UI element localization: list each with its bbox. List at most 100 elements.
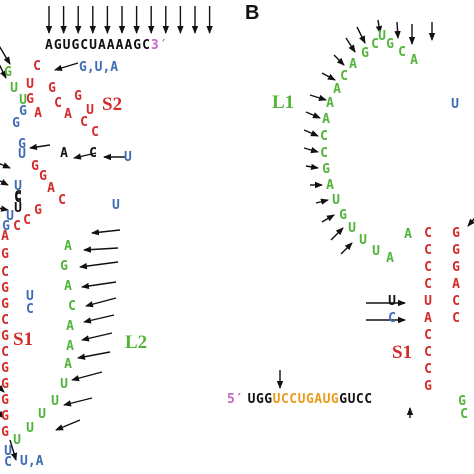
cleavage-arrow: [315, 198, 329, 205]
label-l2: L2: [125, 332, 147, 353]
cleavage-arrow: [0, 410, 5, 419]
cleavage-arrow: [0, 162, 11, 169]
nucleotide: U: [6, 209, 14, 224]
nucleotide: C: [371, 37, 379, 52]
nucleotide: G: [1, 281, 9, 296]
nucleotide: A: [34, 106, 42, 121]
cleavage-arrow: [303, 147, 319, 154]
cleavage-arrow: [83, 314, 115, 324]
nucleotide: A: [326, 96, 334, 111]
nucleotide: C: [424, 328, 432, 343]
nucleotide: U: [13, 433, 21, 448]
nucleotide: C: [13, 219, 21, 234]
nucleotide: G: [386, 37, 394, 52]
cleavage-arrow: [73, 152, 97, 160]
nucleotide: G: [34, 203, 42, 218]
nucleotide: G: [452, 243, 460, 258]
cleavage-arrow: [83, 246, 119, 253]
cleavage-arrow: [81, 281, 117, 290]
five-prime-label: 5′: [227, 392, 244, 407]
nucleotide: U: [38, 407, 46, 422]
nucleotide: U: [332, 193, 340, 208]
nucleotide: U: [359, 233, 367, 248]
nucleotide: C: [424, 277, 432, 292]
cleavage-arrow: [0, 45, 11, 65]
nucleotide: A: [386, 251, 394, 266]
nucleotide: G: [2, 219, 10, 234]
nucleotide: G: [1, 361, 9, 376]
nucleotide: C: [23, 213, 31, 228]
nucleotide: A: [66, 319, 74, 334]
nucleotide: G: [39, 169, 47, 184]
cleavage-arrow: [0, 205, 9, 212]
nucleotide: G: [26, 92, 34, 107]
nucleotide: C: [398, 45, 406, 60]
nucleotide: U: [388, 294, 396, 309]
cleavage-arrow: [330, 227, 344, 241]
cleavage-arrows: [0, 6, 474, 461]
nucleotide: A: [1, 229, 9, 244]
mutation-label: U,A: [20, 454, 44, 469]
nucleotide: U: [4, 444, 12, 459]
nucleotide: U: [18, 147, 26, 162]
cleavage-arrow: [305, 163, 319, 171]
cleavage-arrow: [0, 384, 5, 393]
cleavage-arrow: [333, 54, 345, 66]
nucleotide: U: [19, 93, 27, 108]
nucleotide: U: [14, 179, 22, 194]
nucleotide: G: [1, 377, 9, 392]
nucleotide: C: [14, 189, 22, 204]
nucleotide: A: [60, 146, 68, 161]
nucleotide: C: [320, 146, 328, 161]
nucleotide: C: [320, 129, 328, 144]
nucleotide: G: [452, 226, 460, 241]
cleavage-arrow: [467, 217, 474, 227]
cleavage-arrow: [81, 332, 113, 342]
cleavage-arrow: [63, 397, 93, 407]
five-prime-prefix: UGG: [248, 392, 273, 407]
cleavage-arrow: [29, 143, 51, 151]
nucleotide: C: [80, 115, 88, 130]
nucleotide: C: [89, 146, 97, 161]
nucleotide: C: [58, 193, 66, 208]
top-strand-3prime: 3′: [151, 38, 169, 53]
nucleotide: U: [26, 421, 34, 436]
nucleotide: G: [424, 379, 432, 394]
cleavage-arrow: [309, 94, 327, 101]
cleavage-arrow: [91, 229, 121, 236]
nucleotide: U: [51, 394, 59, 409]
cleavage-arrow: [85, 297, 117, 308]
nucleotide: G: [60, 259, 68, 274]
nucleotide: C: [388, 311, 396, 326]
nucleotide: G: [48, 81, 56, 96]
nucleotide: A: [66, 339, 74, 354]
nucleotide: C: [54, 96, 62, 111]
nucleotide: U: [348, 221, 356, 236]
nucleotide: U: [378, 29, 386, 44]
nucleotide: C: [4, 455, 12, 470]
mutation-label: C: [26, 302, 34, 317]
nucleotide: U: [86, 103, 94, 118]
nucleotide: C: [1, 345, 9, 360]
cleavage-arrow: [321, 214, 335, 223]
cleavage-arrow: [356, 26, 366, 44]
nucleotide: C: [14, 191, 22, 206]
nucleotide: A: [424, 311, 432, 326]
top-strand-sequence: AGUGCUAAAAGC: [45, 38, 151, 53]
nucleotide: C: [452, 294, 460, 309]
nucleotide: C: [33, 59, 41, 74]
cleavage-arrow: [394, 21, 401, 39]
nucleotide: C: [452, 311, 460, 326]
five-prime-strand: 5′UGGUCCUGAUGGUCC: [227, 392, 373, 407]
nucleotide: C: [91, 125, 99, 140]
nucleotide: U: [451, 97, 459, 112]
nucleotide: U: [60, 377, 68, 392]
nucleotide: C: [1, 265, 9, 280]
mutation-label: U: [112, 198, 120, 213]
cleavage-arrow: [0, 64, 7, 79]
label-s1-left: S1: [13, 329, 33, 350]
mutation-label: U: [124, 150, 132, 165]
nucleotide: C: [424, 362, 432, 377]
